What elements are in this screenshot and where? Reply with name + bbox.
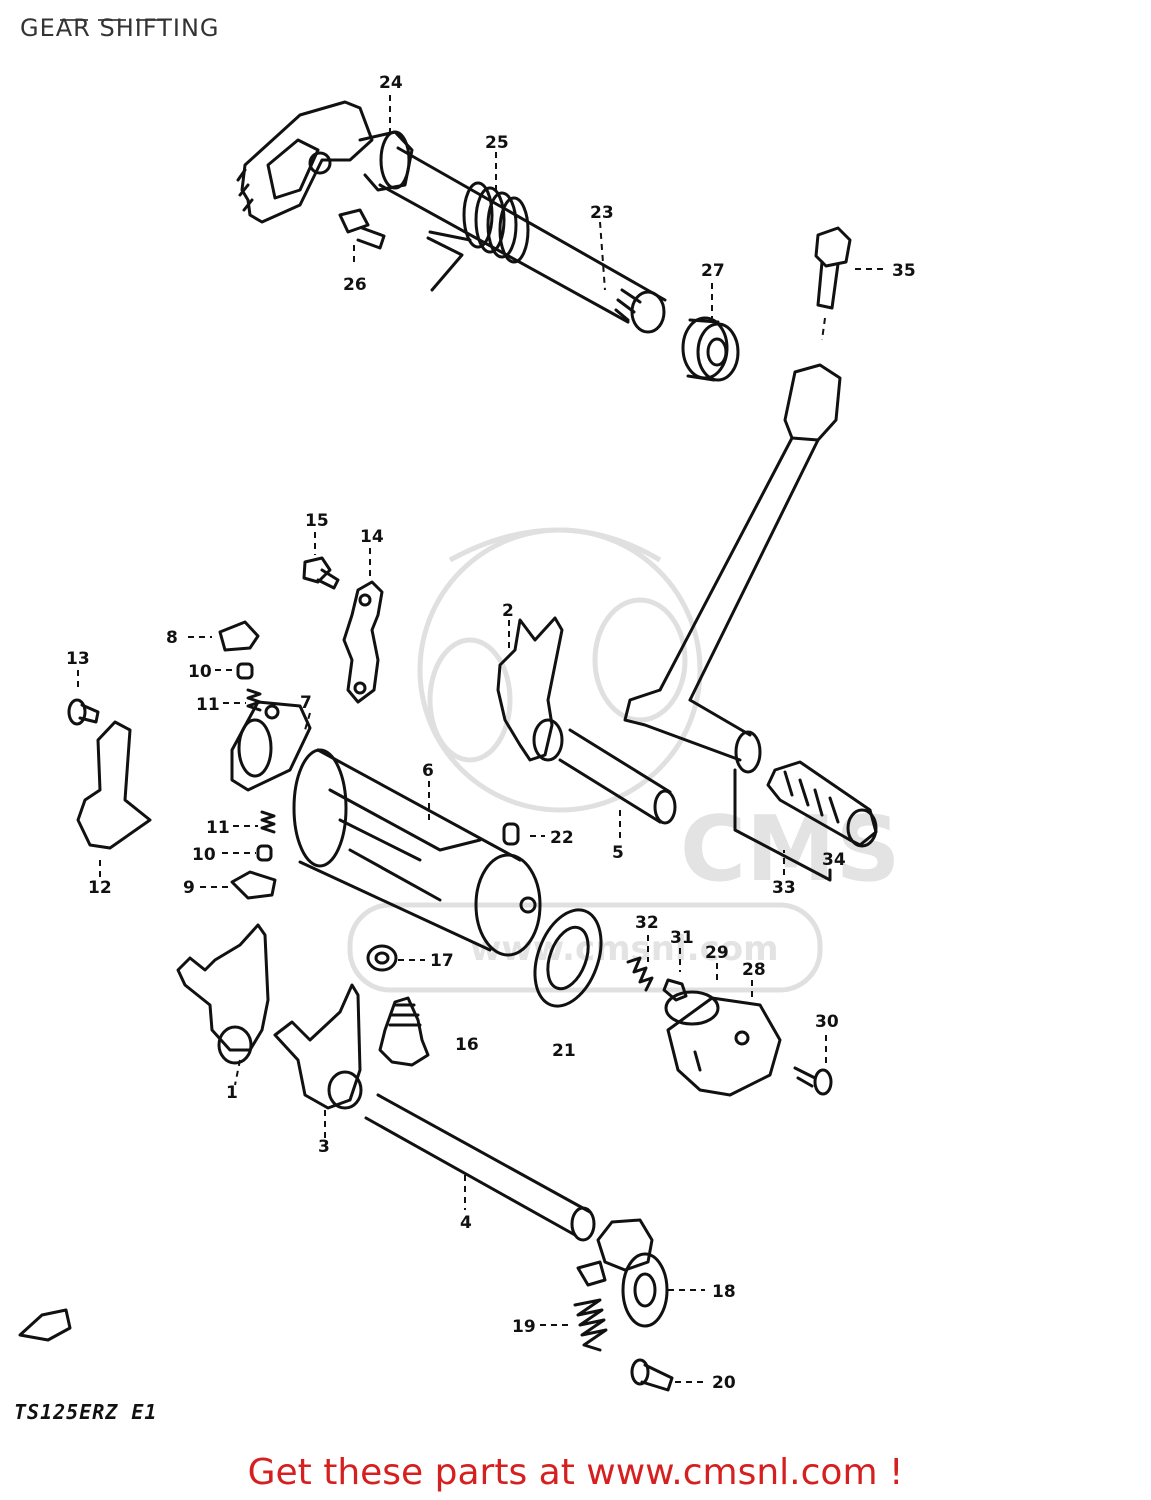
callout-21: 21 [552,1041,576,1061]
part-12-bracket [76,720,152,850]
part-32-spring [626,956,654,992]
front-arrow-icon [18,1308,72,1342]
part-9-cam-stopper [230,870,277,900]
callout-12: 12 [88,878,112,898]
callout-25: 25 [485,133,509,153]
part-11-spring-lower [260,810,276,834]
callout-32: 32 [635,913,659,933]
part-14-stopper-plate [342,580,384,704]
part-7-cam-guide [230,700,312,792]
callout-26: 26 [343,275,367,295]
part-10-pin-lower [256,844,273,862]
part-16-cam-bolt [378,996,430,1067]
part-20-screw [630,1358,674,1392]
watermark-brand: CMS [680,797,900,902]
part-34-shift-rubber [766,760,878,848]
callout-20: 20 [712,1373,736,1393]
callout-3: 3 [318,1137,330,1157]
callout-10-upper: 10 [188,662,212,682]
part-24-gearshift-arm [236,100,414,224]
part-30-screw [793,1066,833,1096]
cms-watermark [347,527,823,993]
callout-31: 31 [670,928,694,948]
part-35-bolt [814,226,852,310]
callout-24: 24 [379,73,403,93]
callout-35: 35 [892,261,916,281]
callout-15: 15 [305,511,329,531]
callout-4: 4 [460,1213,472,1233]
part-26-bolt [338,208,386,250]
callout-6: 6 [422,761,434,781]
part-31-pin [662,978,688,1002]
part-17-washer [366,944,398,972]
part-25-return-spring [426,181,530,292]
part-5-fork-shaft [558,728,677,825]
callout-27: 27 [701,261,725,281]
callout-labels: 24 25 23 26 27 35 15 14 8 10 11 13 7 6 2… [66,73,916,1393]
callout-30: 30 [815,1012,839,1032]
part-15-screw [302,556,340,590]
callout-23: 23 [590,203,614,223]
callout-11-upper: 11 [196,695,220,715]
part-21-cam-plate [533,908,603,1008]
callout-1: 1 [226,1083,238,1103]
part-13-screw [67,698,100,726]
callout-10-lower: 10 [192,845,216,865]
title-tick-marks [60,8,190,21]
callout-14: 14 [360,527,384,547]
callout-34: 34 [822,850,846,870]
leader-lines [77,95,885,1383]
callout-5: 5 [612,843,624,863]
part-6-gearshift-cam [292,748,542,957]
callout-22: 22 [550,828,574,848]
part-29-gasket [664,990,720,1026]
part-33-gearshift-lever [623,363,842,882]
callout-2: 2 [502,601,514,621]
callout-9: 9 [183,878,195,898]
part-28-cover [666,996,782,1097]
part-1-shift-fork [176,923,270,1065]
callout-11-lower: 11 [206,818,230,838]
part-8-plate [218,620,260,652]
callout-19: 19 [512,1317,536,1337]
callout-13: 13 [66,649,90,669]
part-23-gearshift-shaft [378,146,667,334]
watermark-url: www.cmsnl.com [470,929,779,969]
callout-17: 17 [430,951,454,971]
part-22-pin [502,822,520,846]
model-code: TS125ERZ E1 [14,1400,158,1424]
part-2-shift-fork [496,616,564,762]
part-3-shift-fork [273,983,363,1110]
footer-link-text[interactable]: Get these parts at www.cmsnl.com ! [247,1452,904,1493]
callout-7: 7 [300,693,312,713]
callout-16: 16 [455,1035,479,1055]
part-4-fork-shaft [364,1093,596,1242]
callout-29: 29 [705,943,729,963]
part-10-pin-upper [236,662,254,680]
part-11-spring-upper [246,688,262,712]
page-title: GEAR SHIFTING [20,14,220,42]
callout-28: 28 [742,960,766,980]
part-18-cam-arm [576,1218,669,1328]
callout-8: 8 [166,628,178,648]
callout-33: 33 [772,878,796,898]
part-27-oil-seal [681,316,740,382]
part-19-spring [573,1298,608,1352]
callout-18: 18 [712,1282,736,1302]
